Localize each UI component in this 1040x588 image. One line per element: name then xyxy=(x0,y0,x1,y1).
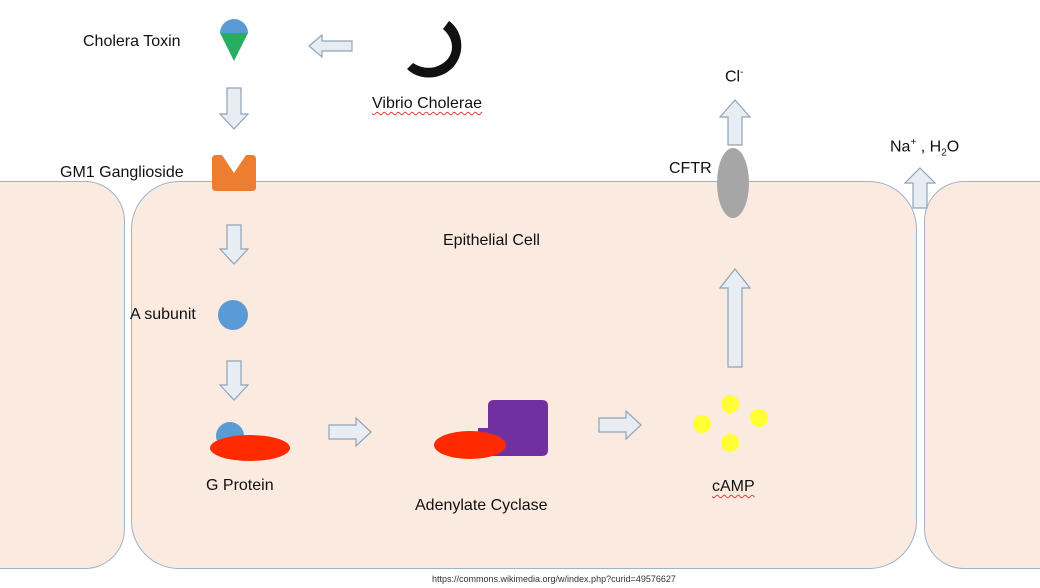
adenylate-cyclase-label: Adenylate Cyclase xyxy=(415,497,548,514)
gm1-ganglioside-icon xyxy=(212,155,256,191)
epithelial-cell xyxy=(131,181,917,569)
a-subunit-icon xyxy=(218,300,248,330)
gm1-ganglioside-label: GM1 Ganglioside xyxy=(60,164,184,181)
right-cell xyxy=(924,181,1040,569)
cholera-toxin-icon xyxy=(220,19,248,61)
sodium-text: Na xyxy=(890,138,911,156)
g-protein-icon xyxy=(210,422,290,461)
epithelial-cell-label: Epithelial Cell xyxy=(443,232,540,249)
vibrio-cholerae-text: Vibrio Cholerae xyxy=(372,95,482,112)
adenylate-cyclase-icon xyxy=(434,400,548,459)
arrow-down-icon xyxy=(219,360,249,401)
cftr-label: CFTR xyxy=(669,160,712,177)
cftr-channel-icon xyxy=(717,148,749,218)
water-o-text: O xyxy=(946,138,960,156)
arrow-up-icon xyxy=(904,167,936,209)
arrow-right-icon xyxy=(328,417,372,447)
sodium-water-label: Na+ , H2O xyxy=(890,138,959,159)
chloride-charge: - xyxy=(740,67,744,78)
chloride-label: Cl- xyxy=(725,68,743,85)
arrow-down-icon xyxy=(219,224,249,265)
chloride-text: Cl xyxy=(725,68,741,86)
vibrio-cholerae-label: Vibrio Cholerae xyxy=(372,96,482,112)
arrow-right-icon xyxy=(598,410,642,440)
sodium-charge: + xyxy=(910,137,917,148)
a-subunit-label: A subunit xyxy=(130,306,196,323)
camp-label: cAMP xyxy=(712,479,755,495)
arrow-up-icon xyxy=(719,99,751,146)
camp-icon xyxy=(693,395,768,452)
source-url: https://commons.wikimedia.org/w/index.ph… xyxy=(432,574,676,584)
camp-text: cAMP xyxy=(712,478,755,495)
cholera-toxin-label: Cholera Toxin xyxy=(83,33,181,50)
arrow-left-icon xyxy=(308,33,353,59)
arrow-up-icon xyxy=(719,268,751,368)
left-cell xyxy=(0,181,125,569)
arrow-down-icon xyxy=(219,87,249,130)
water-subscript: 2 xyxy=(941,147,947,159)
g-protein-label: G Protein xyxy=(206,477,274,494)
water-h-text: , H xyxy=(916,138,942,156)
vibrio-cholerae-icon xyxy=(407,21,462,78)
